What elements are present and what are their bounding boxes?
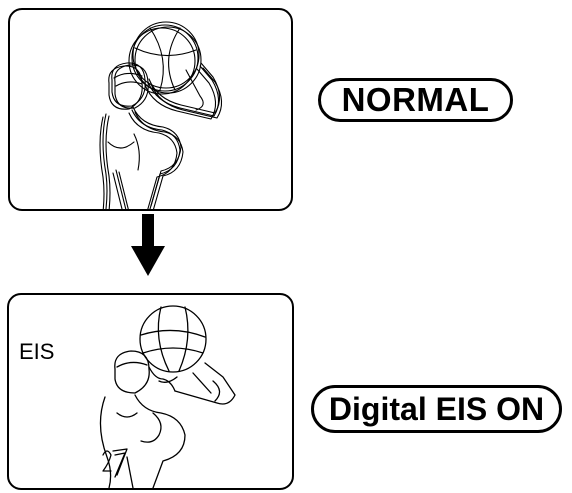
stable-player-illustration (9, 295, 292, 488)
shaky-player-illustration (10, 10, 291, 209)
normal-mode-viewfinder (8, 8, 293, 211)
eis-mode-viewfinder: EIS (7, 293, 294, 490)
down-arrow-icon (131, 214, 165, 276)
digital-eis-on-label: Digital EIS ON (311, 385, 562, 433)
normal-mode-label: NORMAL (318, 78, 513, 122)
